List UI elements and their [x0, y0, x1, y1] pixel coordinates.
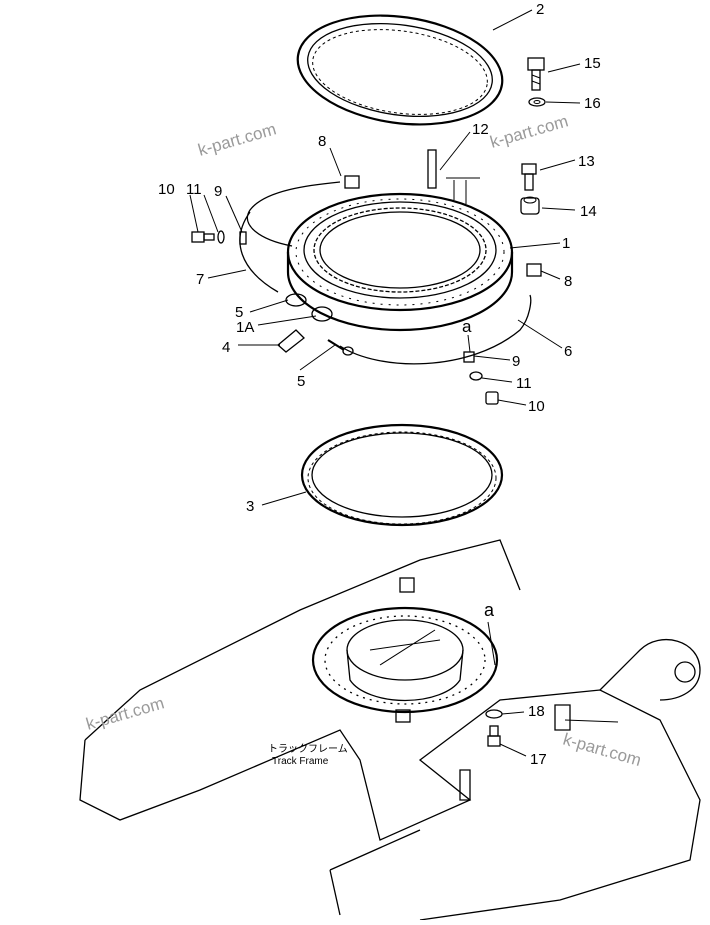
bushing-14 [520, 196, 540, 215]
callout-1A: 1A [236, 319, 254, 336]
grease-line-7 [239, 181, 341, 293]
clip-9-right [463, 351, 475, 363]
fitting-8-right [526, 263, 542, 277]
callout-16: 16 [584, 95, 601, 112]
callout-14: 14 [580, 203, 597, 220]
bolt-15 [527, 57, 545, 91]
bolt-10-left [191, 231, 215, 243]
callout-13: 13 [578, 153, 595, 170]
clip-9-left [239, 231, 247, 245]
callout-3: 3 [246, 498, 254, 515]
washer-11-right [469, 371, 483, 381]
track-frame [79, 539, 701, 921]
track-frame-label-en: Track Frame [272, 756, 329, 767]
bolt-13 [521, 163, 537, 191]
callout-9-left: 9 [214, 183, 222, 200]
callout-11-left: 11 [186, 181, 202, 198]
pin-12 [427, 149, 480, 204]
callout-9-right: 9 [512, 353, 520, 370]
seal-ring-2 [296, 14, 504, 126]
washer-11-left [217, 230, 225, 244]
grease-nipple-4 [276, 329, 305, 353]
fitting-5a [285, 293, 333, 322]
grease-line-6 [339, 294, 532, 365]
washer-16 [528, 97, 546, 107]
swing-circle-1 [286, 192, 514, 332]
watermark: k-part.com [196, 119, 278, 159]
callout-2: 2 [536, 1, 544, 18]
watermark: k-part.com [561, 730, 643, 770]
callout-5-upper: 5 [235, 304, 243, 321]
seal-ring-3 [300, 423, 504, 527]
callout-7: 7 [196, 271, 204, 288]
bolt-10-right [485, 391, 499, 405]
watermark: k-part.com [488, 111, 570, 151]
callout-11-right: 11 [516, 375, 532, 392]
watermark: k-part.com [84, 693, 166, 733]
callout-8-top: 8 [318, 133, 326, 150]
callout-a-lower: a [484, 600, 495, 620]
callout-8-right: 8 [564, 273, 572, 290]
callout-18: 18 [528, 703, 545, 720]
leader-lines [189, 9, 619, 757]
callout-10-right: 10 [528, 398, 545, 415]
fitting-8-top [344, 175, 360, 189]
callout-10-left: 10 [158, 181, 175, 198]
track-frame-label-jp: トラックフレーム [268, 743, 348, 755]
callout-5-lower: 5 [297, 373, 305, 390]
fitting-5b [327, 339, 354, 356]
callout-4: 4 [222, 339, 230, 356]
bolt-17 [487, 725, 501, 747]
callout-12: 12 [472, 121, 489, 138]
callout-6: 6 [564, 343, 572, 360]
washer-18 [485, 709, 503, 719]
callout-17: 17 [530, 751, 547, 768]
callout-a-upper: a [462, 317, 472, 336]
callout-15: 15 [584, 55, 601, 72]
callout-1: 1 [562, 235, 570, 252]
